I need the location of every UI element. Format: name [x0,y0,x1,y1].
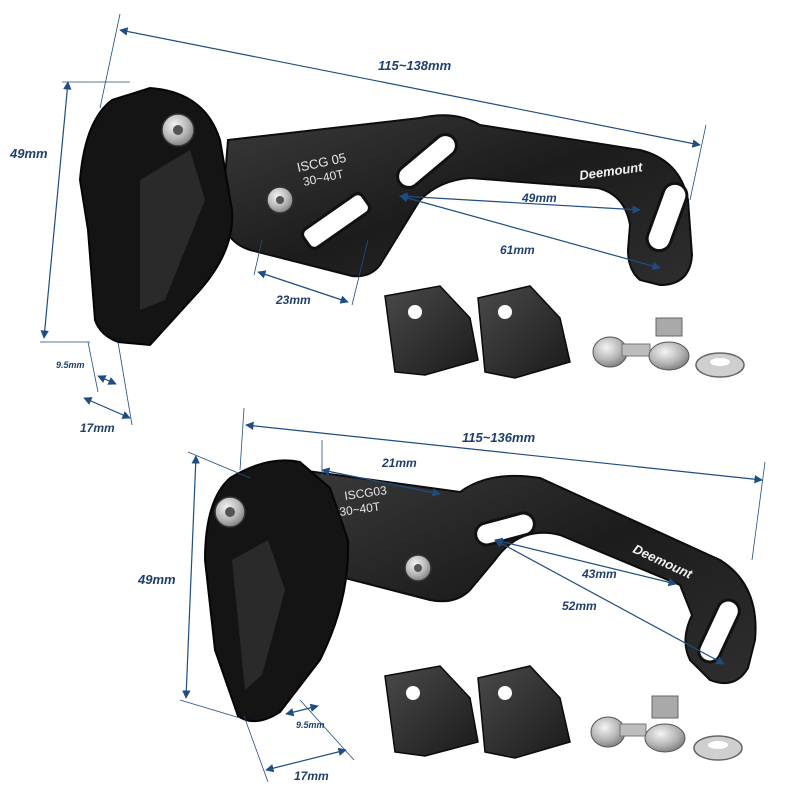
extension-line [751,461,766,561]
washer-hole-icon [710,358,730,366]
hex-socket-icon [225,507,235,517]
extension-line [239,407,245,471]
plate-hole-icon [498,305,512,319]
top-length-label: 115~138mm [378,58,452,73]
top-slot-short-label: 49mm [521,191,557,205]
bottom-offset-label: 21mm [381,456,417,470]
top-height-line [40,81,72,339]
bottom-guide-housing-window [232,540,285,690]
bottom-guide-teeth: 30~40T [338,499,381,519]
bottom-flat-bolt [651,695,679,719]
plate-hole-icon [406,686,420,700]
top-dimensions: 115~138mm 49mm 49mm 61mm 23mm 9.5mm 17mm [9,13,707,435]
bottom-height-label: 49mm [137,572,176,587]
top-spacer-plate-right [477,285,571,379]
extension-line [187,451,251,479]
bottom-bolt-shank [619,723,647,737]
top-flat-bolt [655,317,683,337]
hex-socket-icon [173,125,183,135]
bottom-inner-thickness-line [285,703,319,717]
top-inner-thickness-line [97,375,117,385]
extension-line [689,124,707,201]
washer-hole-icon [708,741,728,749]
extension-line [117,341,133,426]
hex-socket-icon [414,564,422,572]
top-height-label: 49mm [9,146,48,161]
top-spacer-plate-left [384,285,479,376]
bottom-offset-line [321,467,441,497]
top-inner-thickness-label: 9.5mm [56,360,85,370]
extension-line [99,13,121,109]
top-accessories [384,285,745,379]
top-outer-thickness-label: 17mm [80,421,115,435]
bottom-length-label: 115~136mm [462,430,536,445]
plate-hole-icon [498,686,512,700]
top-outer-thickness-line [83,397,131,419]
extension-line [243,715,269,783]
bottom-spacer-plate-left [384,665,479,757]
top-flat-bolt-head [648,341,690,371]
bottom-dimensions: 115~136mm 49mm 21mm 43mm 52mm 9.5mm 17mm [137,407,766,783]
top-guide-housing-window [140,150,205,310]
top-offset-label: 23mm [275,293,311,307]
extension-line [87,341,99,393]
top-offset-line [257,270,349,304]
bottom-spacer-plate-right [477,665,571,759]
top-bolt-shank [621,343,651,357]
top-slot-short-line [399,192,641,214]
bottom-slot-short-label: 43mm [581,567,617,581]
bottom-length-line [245,421,763,484]
hex-socket-icon [276,196,284,204]
extension-line [179,699,241,719]
bottom-inner-thickness-label: 9.5mm [296,720,325,730]
bottom-outer-thickness-label: 17mm [294,769,329,783]
bottom-flat-bolt-head [644,723,686,753]
top-guide-slot-mount [301,192,371,250]
bottom-accessories [384,665,743,761]
extension-line [351,239,369,306]
bottom-slot-long-label: 52mm [562,599,597,613]
extension-line [253,239,263,276]
bottom-height-line [182,455,200,699]
plate-hole-icon [408,305,422,319]
bottom-slot-long-line [494,539,725,665]
top-slot-long-line [399,193,661,271]
bottom-outer-thickness-line [265,747,347,773]
top-slot-long-label: 61mm [500,243,535,257]
top-length-line [119,27,701,148]
